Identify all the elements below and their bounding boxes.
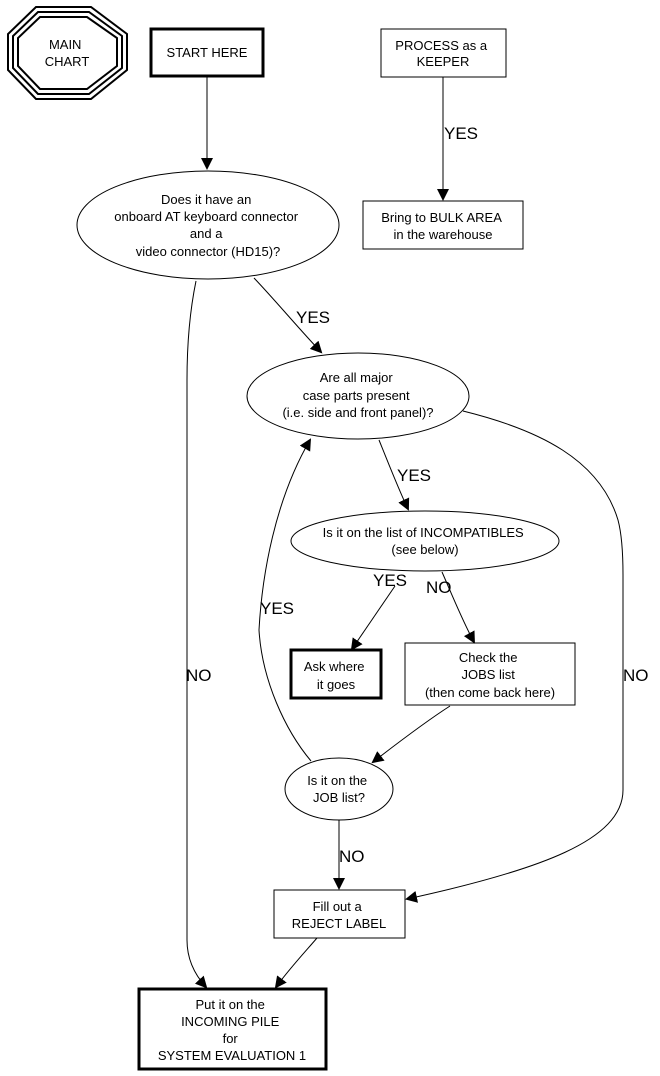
node-has-connectors[interactable]: Does it have an onboard AT keyboard conn… xyxy=(76,170,340,280)
node-line: JOB list? xyxy=(313,790,365,805)
case-parts-label: Are all major case parts present (i.e. s… xyxy=(282,370,433,420)
node-incoming-pile[interactable]: Put it on the INCOMING PILE for SYSTEM E… xyxy=(137,987,328,1071)
node-line: REJECT LABEL xyxy=(292,916,386,931)
node-line: Put it on the xyxy=(195,997,264,1012)
node-line: START HERE xyxy=(167,45,248,60)
has-connectors-label: Does it have an onboard AT keyboard conn… xyxy=(114,192,301,259)
edge-incompatibles-to-ask-yes xyxy=(350,585,396,651)
node-line: MAIN xyxy=(49,37,82,52)
edge-label-incompatibles-yes: YES xyxy=(373,571,407,590)
edge-reject-to-incoming xyxy=(274,937,318,989)
edge-label-incompatibles-no: NO xyxy=(426,578,452,597)
main-chart-octagon-outer xyxy=(7,6,128,100)
node-reject-label[interactable]: Fill out a REJECT LABEL xyxy=(273,889,406,939)
edge-label-connectors-yes: YES xyxy=(296,308,330,327)
node-line: (then come back here) xyxy=(425,685,555,700)
node-line: and a xyxy=(190,226,223,241)
edge-label-joblist-no: NO xyxy=(339,847,365,866)
bulk-area-label: Bring to BULK AREA in the warehouse xyxy=(381,210,505,242)
node-line: CHART xyxy=(45,54,90,69)
node-start-here[interactable]: START HERE xyxy=(149,27,265,78)
node-incompatibles[interactable]: Is it on the list of INCOMPATIBLES (see … xyxy=(290,510,560,572)
node-bulk-area[interactable]: Bring to BULK AREA in the warehouse xyxy=(362,200,524,250)
node-line: KEEPER xyxy=(417,54,470,69)
node-process-keeper[interactable]: PROCESS as a KEEPER xyxy=(380,28,507,78)
process-keeper-label: PROCESS as a KEEPER xyxy=(395,38,490,69)
edge-label-connectors-no: NO xyxy=(186,666,212,685)
node-line: Are all major xyxy=(320,370,394,385)
main-chart-octagon-inner xyxy=(17,16,118,90)
edge-label-caseparts-no: NO xyxy=(623,666,649,685)
node-line: Fill out a xyxy=(313,899,363,914)
ask-where-label: Ask where it goes xyxy=(304,659,368,692)
edge-checkjobs-to-joblist xyxy=(371,705,451,764)
edge-incompatibles-to-checkjobs-no xyxy=(441,571,475,644)
node-line: INCOMING PILE xyxy=(181,1014,280,1029)
node-case-parts[interactable]: Are all major case parts present (i.e. s… xyxy=(246,352,470,440)
edge-joblist-to-caseparts-yes xyxy=(258,438,312,762)
node-main-chart[interactable]: MAIN CHART xyxy=(7,6,128,100)
node-line: (i.e. side and front panel)? xyxy=(282,405,433,420)
job-list-label: Is it on the JOB list? xyxy=(307,773,371,805)
incompatibles-label: Is it on the list of INCOMPATIBLES (see … xyxy=(323,525,528,557)
incoming-pile-label: Put it on the INCOMING PILE for SYSTEM E… xyxy=(158,997,306,1063)
node-ask-where[interactable]: Ask where it goes xyxy=(289,648,383,700)
node-line: Bring to BULK AREA xyxy=(381,210,502,225)
node-line: JOBS list xyxy=(461,667,515,682)
node-line: onboard AT keyboard connector xyxy=(114,209,298,224)
node-line: Check the xyxy=(459,650,518,665)
node-line: Is it on the xyxy=(307,773,367,788)
edge-caseparts-to-reject-no xyxy=(405,410,624,903)
node-line: Is it on the list of INCOMPATIBLES xyxy=(323,525,524,540)
edge-label-keeper-yes: YES xyxy=(444,124,478,143)
edge-label-caseparts-yes: YES xyxy=(397,466,431,485)
check-jobs-label: Check the JOBS list (then come back here… xyxy=(425,650,555,700)
start-here-label: START HERE xyxy=(167,45,248,60)
node-line: Ask where xyxy=(304,659,365,674)
node-check-jobs[interactable]: Check the JOBS list (then come back here… xyxy=(404,642,576,706)
node-line: Does it have an xyxy=(161,192,251,207)
reject-label-label: Fill out a REJECT LABEL xyxy=(292,899,386,931)
node-line: video connector (HD15)? xyxy=(136,244,281,259)
main-chart-label: MAIN CHART xyxy=(45,37,90,69)
edge-label-joblist-yes: YES xyxy=(260,599,294,618)
node-line: SYSTEM EVALUATION 1 xyxy=(158,1048,306,1063)
node-line: in the warehouse xyxy=(393,227,492,242)
node-line: case parts present xyxy=(303,388,410,403)
edge-connectors-to-caseparts-yes xyxy=(253,277,323,354)
node-line: for xyxy=(223,1031,239,1046)
node-job-list[interactable]: Is it on the JOB list? xyxy=(284,757,394,821)
node-line: (see below) xyxy=(391,542,458,557)
edge-caseparts-to-incompatibles-yes xyxy=(378,439,410,511)
node-line: it goes xyxy=(317,677,356,692)
main-chart-octagon-middle xyxy=(12,11,123,95)
edge-connectors-to-incoming-no xyxy=(186,280,208,989)
node-line: PROCESS as a xyxy=(395,38,488,53)
